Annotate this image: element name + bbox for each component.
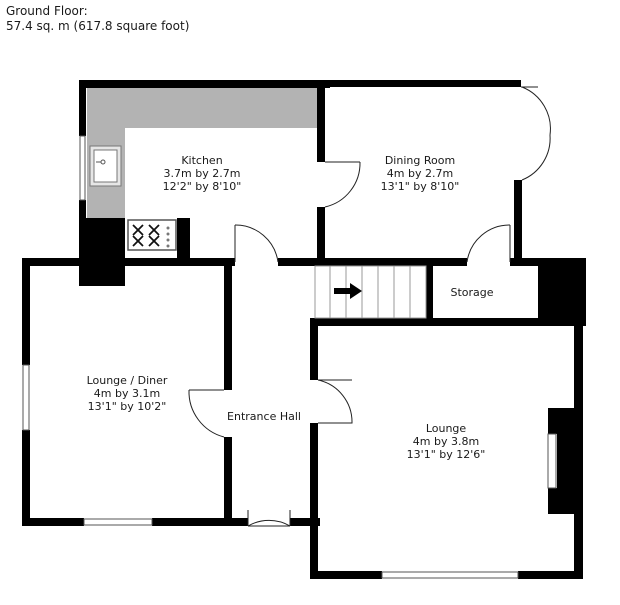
room-entrance-hall: Entrance Hall xyxy=(227,410,301,423)
room-name: Storage xyxy=(450,286,493,299)
room-metric: 3.7m by 2.7m xyxy=(164,167,241,180)
hob-icon xyxy=(127,219,177,251)
windows xyxy=(22,135,557,579)
walls xyxy=(22,80,586,579)
room-imperial: 13'1" by 10'2" xyxy=(88,400,167,413)
room-dining: Dining Room 4m by 2.7m 13'1" by 8'10" xyxy=(381,154,460,193)
room-imperial: 13'1" by 8'10" xyxy=(381,180,460,193)
stairs xyxy=(314,265,427,319)
room-name: Kitchen xyxy=(181,154,222,167)
room-lounge: Lounge 4m by 3.8m 13'1" by 12'6" xyxy=(407,422,486,461)
room-name: Lounge xyxy=(426,422,467,435)
room-metric: 4m by 2.7m xyxy=(387,167,453,180)
room-lounge-diner: Lounge / Diner 4m by 3.1m 13'1" by 10'2" xyxy=(87,374,168,413)
doors xyxy=(188,86,551,527)
room-imperial: 12'2" by 8'10" xyxy=(163,180,242,193)
sink-icon xyxy=(89,145,122,187)
floor-area: 57.4 sq. m (617.8 square foot) xyxy=(6,19,190,33)
room-metric: 4m by 3.8m xyxy=(413,435,479,448)
room-name: Entrance Hall xyxy=(227,410,301,423)
room-name: Lounge / Diner xyxy=(87,374,168,387)
room-name: Dining Room xyxy=(385,154,455,167)
room-imperial: 13'1" by 12'6" xyxy=(407,448,486,461)
room-storage: Storage xyxy=(450,286,493,299)
arrow-right-icon xyxy=(334,283,362,299)
floor-area-header: Ground Floor: 57.4 sq. m (617.8 square f… xyxy=(6,4,189,34)
floor-title: Ground Floor: xyxy=(6,4,88,18)
room-metric: 4m by 3.1m xyxy=(94,387,160,400)
room-kitchen: Kitchen 3.7m by 2.7m 12'2" by 8'10" xyxy=(163,154,242,193)
